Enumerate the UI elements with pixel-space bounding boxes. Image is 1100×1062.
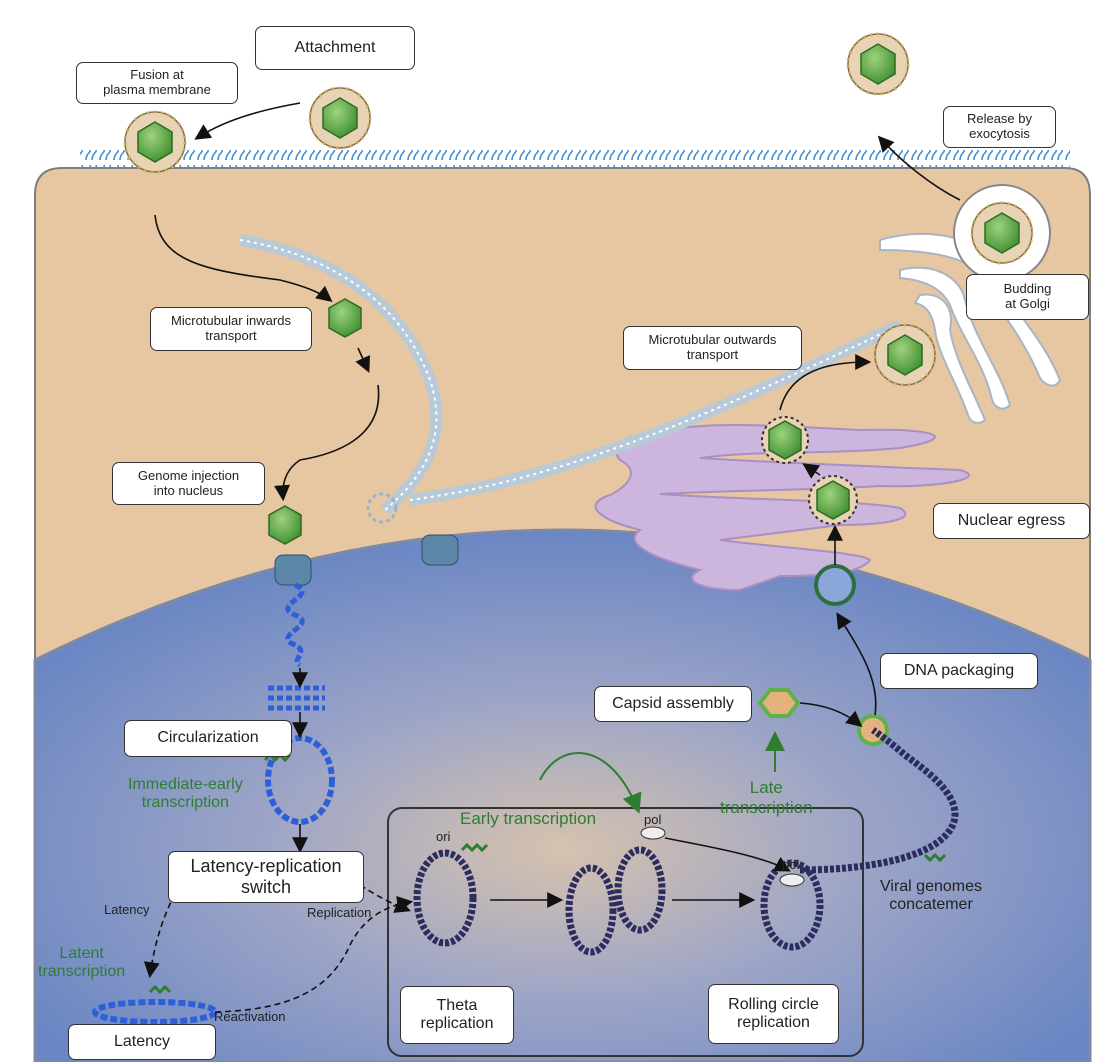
text-pol-free: pol (644, 812, 662, 827)
text-reactivation: Reactivation (214, 1009, 286, 1024)
nuclear-capsid-egress (814, 564, 856, 606)
label-release: Release by exocytosis (943, 106, 1056, 148)
arrow-to-golgi (779, 354, 872, 411)
virion-exocytosis (970, 201, 1034, 265)
virion-golgi (873, 323, 937, 387)
arrow-inward-step (355, 347, 370, 373)
arrow-capsid-to-packaging (799, 702, 863, 728)
text-pol-rolling: pol (782, 857, 800, 872)
nuclear-pore-center (421, 534, 459, 566)
label-attachment: Attachment (255, 26, 415, 70)
arrow-reactivation (214, 895, 414, 1013)
theta-circle (413, 849, 477, 947)
text-concatemer: Viral genomes concatemer (880, 878, 982, 914)
arrow-latency (143, 884, 181, 979)
theta-daughter-2 (614, 846, 666, 934)
text-early-transcription: Early transcription (460, 809, 597, 828)
label-budding: Budding at Golgi (966, 274, 1089, 320)
concatemer-strand (799, 727, 959, 874)
transcript-theta (460, 842, 489, 853)
label-latency-box: Latency (68, 1024, 216, 1060)
label-rolling: Rolling circle replication (708, 984, 839, 1044)
text-replication-arrow: Replication (307, 905, 372, 920)
arrow-to-microtubule (154, 214, 333, 302)
plasma-membrane-glycocalyx (80, 150, 1070, 170)
label-switch: Latency-replication switch (168, 851, 364, 903)
label-nuclear-egress: Nuclear egress (933, 503, 1090, 539)
capsid-transport (328, 298, 362, 338)
label-mt-outwards: Microtubular outwards transport (623, 326, 802, 370)
label-circularization: Circularization (124, 720, 292, 757)
arrow-pol-to-rolling (664, 837, 791, 872)
enveloped-capsid-2 (808, 475, 858, 525)
virion-fusion (123, 110, 187, 174)
endoplasmic-reticulum (594, 424, 970, 592)
text-latency-arrow: Latency (104, 902, 150, 917)
label-dna-packaging: DNA packaging (880, 653, 1038, 689)
enveloped-capsid-1 (761, 416, 809, 464)
rolling-circle (760, 859, 824, 951)
arrow-attachment (194, 102, 301, 140)
virion-released (846, 32, 910, 96)
arrow-packaging-to-egress (836, 612, 877, 716)
virion-attachment (308, 86, 372, 150)
arrow-egress-up-2 (802, 463, 821, 479)
capsid-assembly-icon (757, 688, 801, 718)
microtubule-end-ring (366, 492, 398, 524)
label-genome-injection: Genome injection into nucleus (112, 462, 265, 505)
nuclear-pore-left (274, 554, 312, 586)
label-capsid-assembly: Capsid assembly (594, 686, 752, 722)
label-fusion: Fusion at plasma membrane (76, 62, 238, 104)
theta-daughter-1 (565, 864, 617, 956)
label-theta: Theta replication (400, 986, 514, 1044)
text-ori: ori (436, 829, 451, 844)
text-late-transcription: Late transcription (720, 778, 813, 817)
arrow-early-transcription (539, 751, 642, 814)
arrow-to-pore (274, 384, 380, 502)
text-latent-transcription: Latent transcription (38, 945, 126, 981)
nucleus (33, 528, 1092, 1062)
arrow-release (877, 135, 961, 201)
transcript-latent (148, 984, 172, 995)
text-immediate-early: Immediate-early transcription (128, 776, 243, 812)
pol-enzyme-rolling (779, 873, 805, 887)
pol-enzyme-free (640, 826, 666, 840)
transcript-concat (923, 852, 947, 863)
capsid-pore (268, 505, 302, 545)
label-mt-inwards: Microtubular inwards transport (150, 307, 312, 351)
